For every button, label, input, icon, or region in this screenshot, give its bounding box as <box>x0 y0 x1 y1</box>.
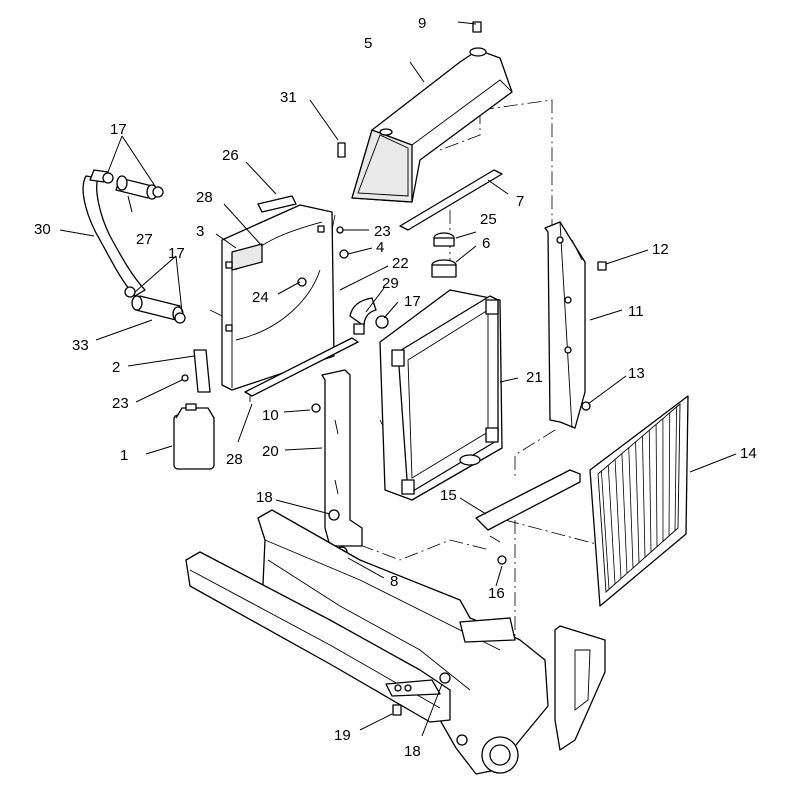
callout-5: 5 <box>364 35 372 52</box>
part-seal-22 <box>244 337 359 397</box>
part-fan-shroud <box>221 204 335 391</box>
callout-33: 33 <box>72 337 89 354</box>
callout-24: 24 <box>252 289 269 306</box>
leader-lines <box>59 21 737 737</box>
callout-2: 2 <box>112 359 120 376</box>
grille-bar <box>601 471 610 590</box>
part-elbow-29 <box>349 297 377 327</box>
part-clamp-17c <box>375 315 389 329</box>
callout-16: 16 <box>488 585 505 602</box>
callout-6: 6 <box>482 235 490 252</box>
part-side-panel <box>544 221 607 429</box>
part-grille <box>589 395 689 607</box>
callout-11: 11 <box>628 303 644 320</box>
callout-10: 10 <box>262 407 279 424</box>
part-baffle-tab <box>489 535 501 543</box>
callout-13: 13 <box>628 365 645 382</box>
part-support-bracket <box>321 369 363 558</box>
grille-bar <box>642 436 646 558</box>
part-reservoir <box>173 403 215 470</box>
callout-labels: 5 9 31 26 17 27 30 28 3 17 33 2 23 1 28 … <box>34 15 757 760</box>
part-bolt-4 <box>339 249 349 259</box>
part-bolt-19 <box>392 704 402 716</box>
part-clamp-17b2 <box>174 312 186 324</box>
grille-bar <box>621 453 628 574</box>
callout-1: 1 <box>120 447 128 464</box>
callout-17c: 17 <box>404 293 421 310</box>
part-upper-shroud <box>351 21 513 203</box>
part-nut-23 <box>336 226 344 234</box>
grille-bar <box>635 441 640 563</box>
callout-8: 8 <box>390 573 398 590</box>
callout-4: 4 <box>376 239 384 256</box>
part-bolt-10 <box>311 403 321 413</box>
part-nut-23b <box>181 374 189 382</box>
callout-28b: 28 <box>226 451 243 468</box>
callout-25: 25 <box>480 211 497 228</box>
callout-21: 21 <box>526 369 543 386</box>
callout-20: 20 <box>262 443 279 460</box>
callout-31: 31 <box>280 89 297 106</box>
part-radiator <box>379 289 503 501</box>
callout-14: 14 <box>740 445 757 462</box>
part-frame <box>185 509 606 775</box>
callout-9: 9 <box>418 15 426 32</box>
part-nut-18 <box>439 672 451 684</box>
grille-bar <box>674 406 677 531</box>
part-seal-strip <box>399 169 503 231</box>
part-clamp-17b <box>124 286 136 298</box>
callout-12: 12 <box>652 241 669 258</box>
callout-7: 7 <box>516 193 524 210</box>
grille-bar <box>628 447 634 569</box>
callout-30: 30 <box>34 221 51 238</box>
part-seal-26 <box>257 195 297 213</box>
callout-22: 22 <box>392 255 409 272</box>
grille-bar <box>648 430 652 553</box>
callout-15: 15 <box>440 487 457 504</box>
callout-23a: 23 <box>374 223 391 240</box>
part-bracket-2 <box>193 349 211 393</box>
callout-18a: 18 <box>256 489 273 506</box>
callout-19: 19 <box>334 727 351 744</box>
part-bolt-16 <box>497 555 507 565</box>
callout-29: 29 <box>382 275 399 292</box>
grille-bar <box>655 424 658 547</box>
callout-17a: 17 <box>110 121 127 138</box>
callout-23b: 23 <box>112 395 129 412</box>
part-clamp-17a <box>102 172 114 184</box>
grille-bar <box>607 465 616 585</box>
part-clamp-17a2 <box>152 186 164 198</box>
callout-17b: 17 <box>168 245 185 262</box>
callout-3: 3 <box>196 223 204 240</box>
part-hose-lower <box>82 175 146 297</box>
grille-bar <box>668 412 671 537</box>
callout-26: 26 <box>222 147 239 164</box>
part-baffle <box>475 469 581 531</box>
callout-18b: 18 <box>404 743 421 760</box>
part-bolt-31 <box>337 142 346 158</box>
grille-bar <box>614 459 622 579</box>
part-radiator-cap <box>431 232 457 278</box>
callout-27: 27 <box>136 231 153 248</box>
callout-28a: 28 <box>196 189 213 206</box>
